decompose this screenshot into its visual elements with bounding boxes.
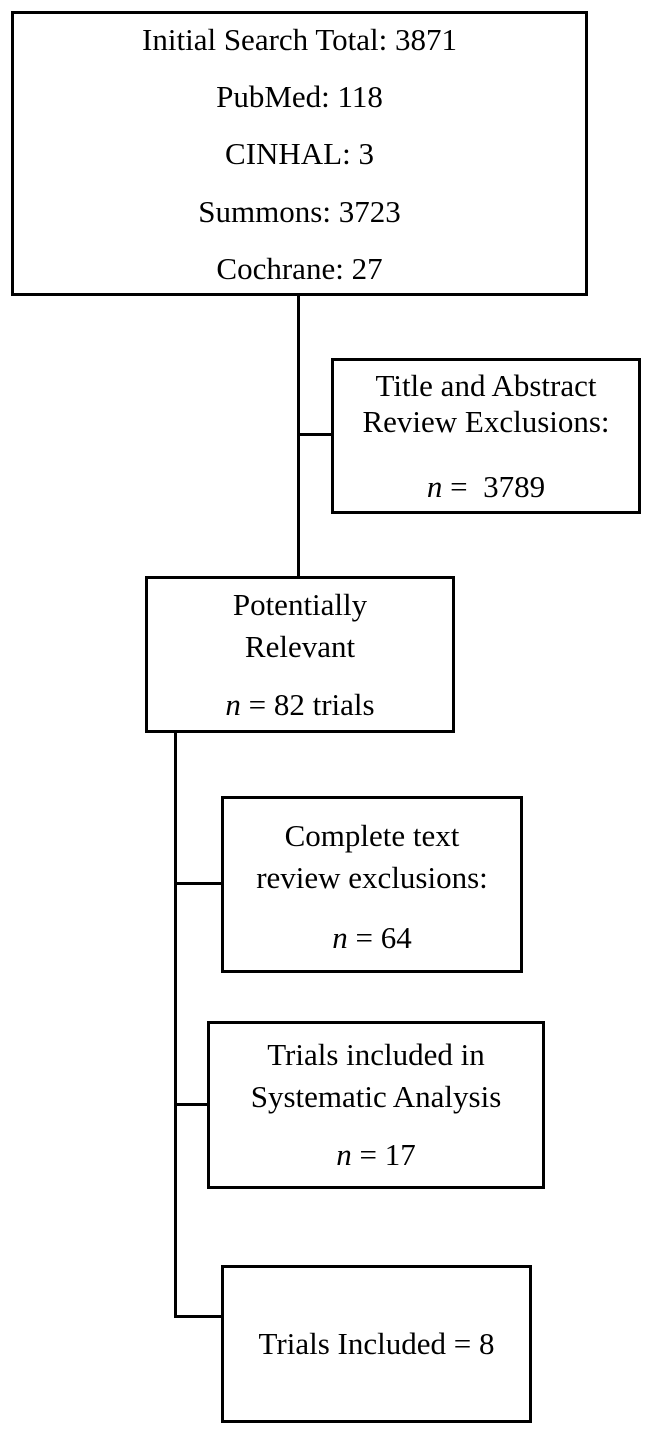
potentially-relevant-line1: Potentially	[232, 587, 368, 622]
complete-text-exclusions-line2: review exclusions:	[256, 860, 488, 895]
n-value: = 17	[351, 1137, 416, 1172]
potentially-relevant-box: Potentially Relevant n = 82 trials	[145, 576, 455, 733]
potentially-relevant-line2: Relevant	[244, 629, 356, 664]
cinhal-count: CINHAL: 3	[225, 136, 374, 171]
pubmed-count: PubMed: 118	[216, 79, 383, 114]
summons-count: Summons: 3723	[198, 194, 401, 229]
n-label: n	[336, 1137, 352, 1172]
trials-included-box: Trials Included = 8	[221, 1265, 532, 1423]
title-abstract-exclusions-box: Title and Abstract Review Exclusions: n …	[331, 358, 641, 514]
cochrane-count: Cochrane: 27	[216, 251, 383, 286]
connector-systematic-branch	[174, 1103, 210, 1106]
n-value: = 3789	[442, 469, 546, 504]
connector-main-vertical-lower	[174, 731, 177, 1318]
systematic-analysis-line2: Systematic Analysis	[250, 1079, 502, 1114]
initial-search-total: Initial Search Total: 3871	[142, 22, 457, 57]
connector-complete-text-branch	[174, 882, 223, 885]
trials-included-text: Trials Included = 8	[258, 1326, 495, 1361]
complete-text-exclusions-line1: Complete text	[284, 818, 460, 853]
initial-search-box: Initial Search Total: 3871 PubMed: 118 C…	[11, 11, 588, 296]
systematic-analysis-line1: Trials included in	[267, 1037, 485, 1072]
n-label: n	[225, 687, 241, 722]
n-label: n	[332, 920, 348, 955]
systematic-analysis-box: Trials included in Systematic Analysis n…	[207, 1021, 545, 1189]
connector-included-branch	[174, 1315, 223, 1318]
title-abstract-exclusions-line2: Review Exclusions:	[362, 404, 610, 439]
title-abstract-exclusions-line1: Title and Abstract	[375, 368, 597, 403]
potentially-relevant-n: n = 82 trials	[148, 687, 452, 723]
complete-text-exclusions-n: n = 64	[224, 920, 520, 956]
n-value: = 82 trials	[240, 687, 375, 722]
systematic-analysis-n: n = 17	[210, 1137, 542, 1173]
n-value: = 64	[347, 920, 412, 955]
connector-exclusion-branch	[297, 433, 333, 436]
n-label: n	[426, 469, 443, 504]
connector-main-vertical-upper	[297, 294, 300, 578]
title-abstract-exclusions-n: n = 3789	[334, 469, 638, 505]
complete-text-exclusions-box: Complete text review exclusions: n = 64	[221, 796, 523, 973]
